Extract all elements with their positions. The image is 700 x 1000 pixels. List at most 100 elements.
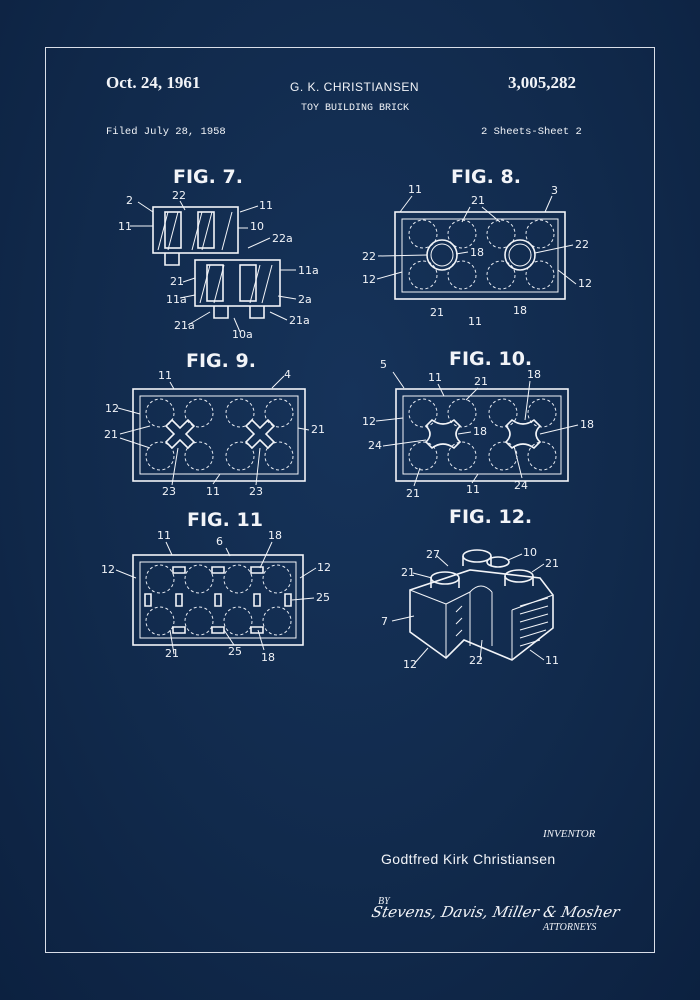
fig7-stud <box>206 264 224 302</box>
ref-label: 18 <box>513 304 527 317</box>
ref-label: 11a <box>166 293 187 306</box>
fig10-outer-wall <box>395 388 569 482</box>
sheet-count: 2 Sheets-Sheet 2 <box>481 126 582 138</box>
fig9-cross-tube <box>244 418 276 450</box>
ref-label: 21 <box>406 487 420 500</box>
fig7-leaders <box>130 200 297 333</box>
patent-date: Oct. 24, 1961 <box>106 73 201 92</box>
ref-label: 12 <box>362 273 376 286</box>
fig10-tube <box>504 418 542 450</box>
fig7-hatching <box>157 211 233 251</box>
fig-12-drawing: FIG. 12. 27 10 21 21 7 12 22 11 <box>381 506 559 671</box>
fig9-outer-wall <box>132 388 306 482</box>
fig9-leaders <box>117 375 310 486</box>
ref-label: 11 <box>157 529 171 542</box>
ref-label: 18 <box>473 425 487 438</box>
ref-label: 22a <box>272 232 293 245</box>
inventor-header: G. K. CHRISTIANSEN <box>290 80 420 94</box>
attorneys-label: ATTORNEYS <box>543 922 597 933</box>
ref-label: 23 <box>162 485 176 498</box>
ref-label: 7 <box>381 615 388 628</box>
ref-label: 12 <box>362 415 376 428</box>
ref-label: 11a <box>298 264 319 277</box>
ref-label: 10 <box>250 220 264 233</box>
ref-label: 21 <box>474 375 488 388</box>
filed-date: Filed July 28, 1958 <box>106 126 226 138</box>
fig7-hatching <box>199 264 273 304</box>
ref-label: 27 <box>426 548 440 561</box>
fig-11-drawing: FIG. 11 11 6 18 12 12 25 21 25 18 <box>101 509 331 664</box>
fig8-tube <box>504 239 536 271</box>
ref-label: 5 <box>380 358 387 371</box>
fig11-leaders <box>115 541 317 655</box>
ref-label: 11 <box>545 654 559 667</box>
ref-label: 12 <box>317 561 331 574</box>
ref-label: 21 <box>170 275 184 288</box>
ref-label: 11 <box>466 483 480 496</box>
fig7-bottom-studs <box>164 253 265 319</box>
fig-11-label: FIG. 11 <box>187 509 263 531</box>
fig11-outer-wall <box>132 554 304 646</box>
ref-label: 22 <box>172 189 186 202</box>
ref-label: 12 <box>105 402 119 415</box>
ref-label: 21 <box>311 423 325 436</box>
ref-label: 24 <box>514 479 528 492</box>
ref-label: 10 <box>523 546 537 559</box>
patent-number: 3,005,282 <box>508 73 576 92</box>
attorney-signature: Stevens, Davis, Miller & Mosher <box>370 903 622 921</box>
ref-label: 25 <box>228 645 242 658</box>
ref-label: 18 <box>268 529 282 542</box>
ref-label: 11 <box>118 220 132 233</box>
fig10-tube <box>424 418 462 450</box>
ref-label: 2a <box>298 293 312 306</box>
fig12-leaders <box>391 553 545 665</box>
ref-label: 22 <box>362 250 376 263</box>
fig11-ribs <box>144 566 292 634</box>
ref-label: 2 <box>126 194 133 207</box>
ref-label: 4 <box>284 368 291 381</box>
ref-label: 11 <box>259 199 273 212</box>
ref-label: 12 <box>578 277 592 290</box>
ref-label: 25 <box>316 591 330 604</box>
fig7-stud <box>239 264 257 302</box>
ref-label: 18 <box>527 368 541 381</box>
ref-label: 10a <box>232 328 253 341</box>
ref-label: 21 <box>165 647 179 660</box>
fig12-tube <box>469 585 493 646</box>
ref-label: 21 <box>471 194 485 207</box>
ref-label: 24 <box>368 439 382 452</box>
fig9-cross-tube <box>164 418 196 450</box>
inventor-full-name: Godtfred Kirk Christiansen <box>381 851 556 867</box>
fig7-stud <box>164 211 182 249</box>
ref-label: 21 <box>430 306 444 319</box>
fig12-hatching <box>455 597 549 647</box>
ref-label: 11 <box>158 369 172 382</box>
ref-label: 18 <box>470 246 484 259</box>
fig10-inner-wall <box>402 395 562 475</box>
fig-12-label: FIG. 12. <box>449 506 532 528</box>
ref-label: 3 <box>551 184 558 197</box>
fig-9-drawing: FIG. 9. 11 4 12 21 21 23 11 23 <box>104 350 325 498</box>
fig-10-label: FIG. 10. <box>449 348 532 370</box>
ref-label: 21a <box>289 314 310 327</box>
fig8-leaders <box>376 195 577 285</box>
fig9-inner-wall <box>139 395 299 475</box>
fig7-upper-brick <box>152 206 239 254</box>
patent-title: TOY BUILDING BRICK <box>301 103 410 114</box>
fig10-leaders <box>375 371 579 487</box>
inventor-label: INVENTOR <box>543 828 596 840</box>
fig-8-label: FIG. 8. <box>451 166 521 188</box>
ref-label: 21 <box>401 566 415 579</box>
ref-label: 21 <box>545 557 559 570</box>
ref-label: 11 <box>206 485 220 498</box>
ref-label: 18 <box>261 651 275 664</box>
fig7-lower-brick <box>194 259 281 307</box>
ref-label: 6 <box>216 535 223 548</box>
ref-label: 21a <box>174 319 195 332</box>
ref-label: 12 <box>403 658 417 671</box>
fig-9-label: FIG. 9. <box>186 350 256 372</box>
fig-7-label: FIG. 7. <box>173 166 243 188</box>
ref-label: 11 <box>468 315 482 328</box>
ref-label: 22 <box>469 654 483 667</box>
